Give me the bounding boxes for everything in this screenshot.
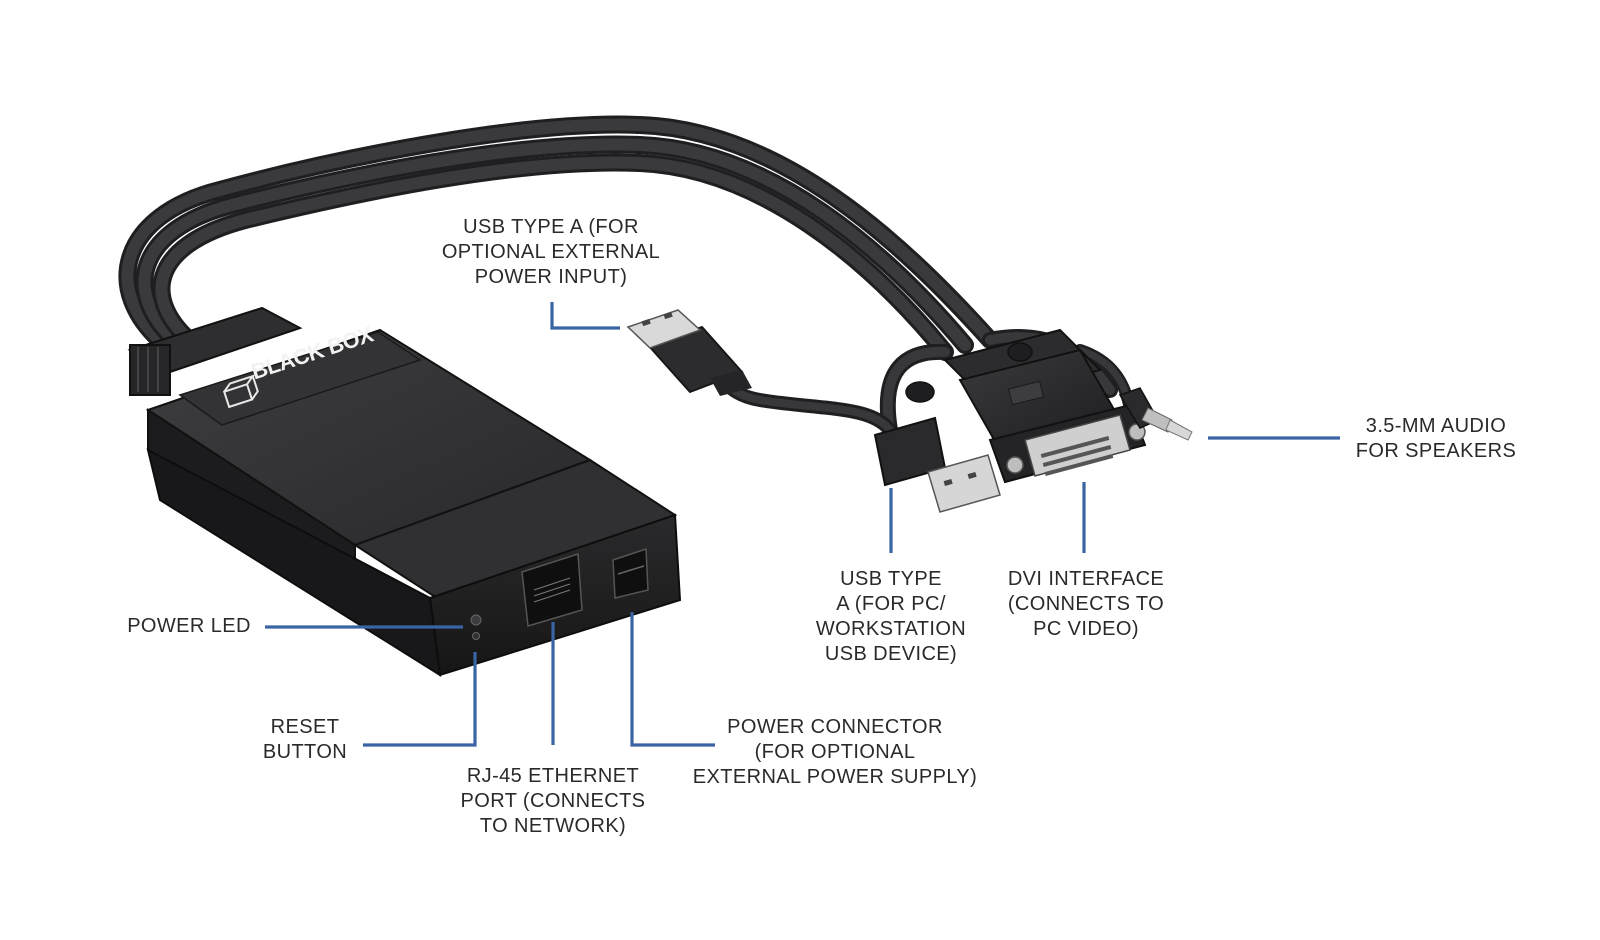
label-power-connector: POWER CONNECTOR (FOR OPTIONAL EXTERNAL P… <box>692 716 978 788</box>
label-usb-pc: USB TYPE A (FOR PC/ WORKSTATION USB DEVI… <box>815 568 967 665</box>
leader-lines <box>265 302 1340 747</box>
label-audio: 3.5-MM AUDIO FOR SPEAKERS <box>1355 415 1517 462</box>
label-power-led: POWER LED <box>127 615 251 637</box>
label-reset-button: RESET BUTTON <box>262 716 348 763</box>
black-box-logo-icon <box>222 374 259 409</box>
device-body <box>127 306 682 677</box>
usb-power-plug <box>626 309 752 396</box>
leader-power-connector <box>630 612 715 747</box>
audio-plug <box>1118 387 1193 441</box>
cable-bundle <box>118 115 1136 438</box>
label-usb-power-input: USB TYPE A (FOR OPTIONAL EXTERNAL POWER … <box>441 216 661 288</box>
label-dvi: DVI INTERFACE (CONNECTS TO PC VIDEO) <box>1007 568 1165 640</box>
leader-reset <box>363 652 477 747</box>
dvi-connector <box>905 328 1147 484</box>
leader-usb-power <box>550 302 620 330</box>
label-rj45: RJ-45 ETHERNET PORT (CONNECTS TO NETWORK… <box>460 765 646 837</box>
usb-pc-plug <box>873 416 1001 513</box>
